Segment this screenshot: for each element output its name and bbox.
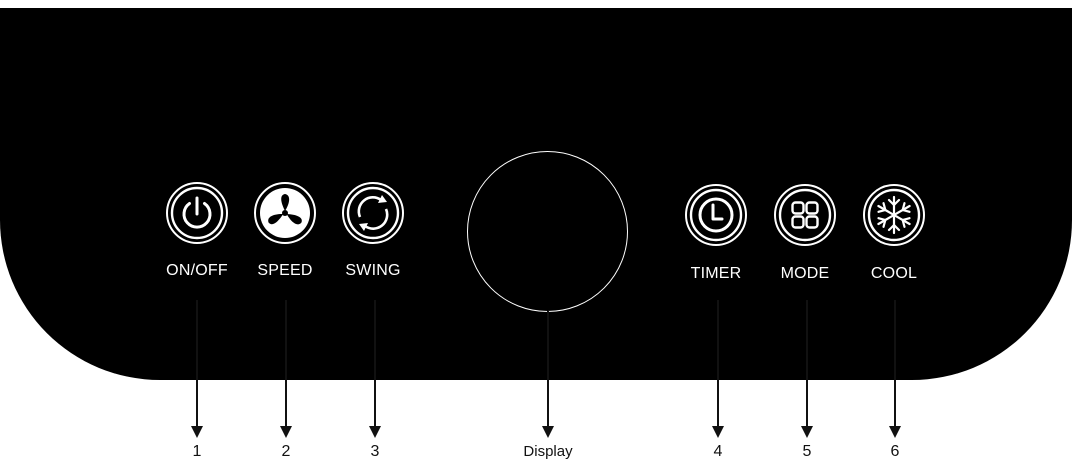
on-off-button[interactable] [165, 181, 229, 245]
cool-button[interactable] [862, 183, 926, 247]
power-icon [166, 182, 228, 244]
display-window [467, 151, 628, 312]
callout-arrow-2 [279, 300, 293, 438]
callout-number-3: 3 [370, 443, 380, 460]
callout-number-2: 2 [281, 443, 291, 460]
speed-label: SPEED [257, 262, 313, 279]
callout-number-4: 4 [713, 443, 723, 460]
cool-label: COOL [870, 265, 918, 282]
timer-button[interactable] [684, 183, 748, 247]
speed-button[interactable] [253, 181, 317, 245]
timer-label: TIMER [690, 265, 742, 282]
swing-label: SWING [345, 262, 401, 279]
callout-number-5: 5 [802, 443, 812, 460]
clock-icon [685, 184, 747, 246]
callout-number-1: 1 [192, 443, 202, 460]
callout-arrow-display [541, 311, 555, 438]
fan-icon [254, 182, 316, 244]
callout-number-6: 6 [890, 443, 900, 460]
callout-arrow-3 [368, 300, 382, 438]
grid-icon [774, 184, 836, 246]
display-label: Display [523, 443, 573, 460]
page-top-margin [0, 0, 1072, 8]
swing-button[interactable] [341, 181, 405, 245]
callout-arrow-1 [190, 300, 204, 438]
mode-button[interactable] [773, 183, 837, 247]
mode-label: MODE [780, 265, 830, 282]
callout-arrow-6 [888, 300, 902, 438]
callout-arrow-5 [800, 300, 814, 438]
swing-arrows-icon [342, 182, 404, 244]
callout-arrow-4 [711, 300, 725, 438]
on-off-label: ON/OFF [166, 262, 228, 279]
snowflake-icon [863, 184, 925, 246]
